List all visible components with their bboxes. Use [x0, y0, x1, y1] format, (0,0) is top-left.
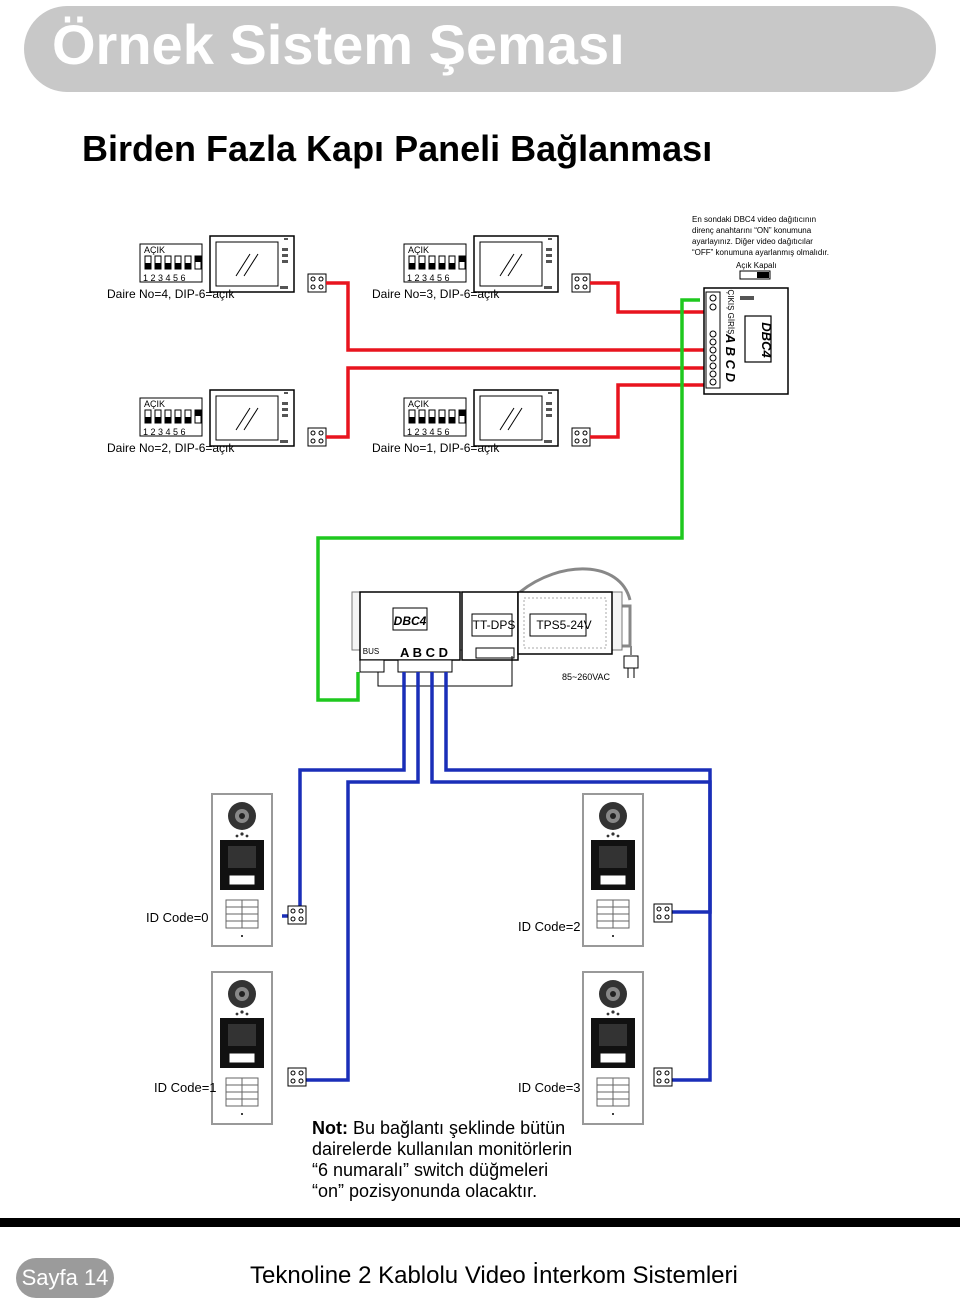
door-panel-3 [582, 971, 673, 1125]
door-panel-2-label: ID Code=2 [518, 919, 581, 934]
dip-numbers-1: 1 2 3 4 5 6 [407, 427, 450, 437]
bus-label: BUS [363, 647, 379, 656]
door-panel-0 [211, 793, 307, 947]
door-panel-3-label: ID Code=3 [518, 1080, 581, 1095]
voltage-label: 85~260VAC [562, 672, 611, 682]
green-wire [316, 298, 700, 702]
dip-numbers-2: 1 2 3 4 5 6 [143, 427, 186, 437]
page-subtitle: Birden Fazla Kapı Paneli Bağlanması [82, 128, 713, 169]
apartment-4 [139, 235, 327, 293]
footer-divider [0, 1218, 960, 1227]
apartment-2 [139, 389, 327, 447]
dbc4-distributor-top: DBC4 A B C D ÇIKIŞ GİRİŞ [703, 287, 789, 395]
ttdps-label: TT-DPS [473, 618, 516, 632]
apartment-3 [403, 235, 591, 293]
door-panel-1 [211, 971, 307, 1125]
note-bold: Not: [312, 1118, 348, 1138]
page-title: Örnek Sistem Şeması [52, 13, 625, 76]
apartment-4-label: Daire No=4, DIP-6=açık [107, 287, 235, 301]
center-dbc4-name: DBC4 [394, 614, 427, 628]
dip-title-3: AÇIK [408, 245, 429, 255]
installation-note: Not: Bu bağlantı şeklinde bütün daireler… [312, 1118, 612, 1202]
svg-text:En sondaki DBC4 video dağıtıc: En sondaki DBC4 video dağıtıcının [692, 215, 816, 224]
svg-text:direnç anahtarını “ON” konumun: direnç anahtarını “ON” konumuna [692, 226, 812, 235]
svg-text:“OFF” konumuna ayarlanmış olma: “OFF” konumuna ayarlanmış olmalıdır. [692, 248, 829, 257]
dip-title-4: AÇIK [144, 245, 165, 255]
dip-title-2: AÇIK [144, 399, 165, 409]
blue-wires [282, 672, 712, 1082]
dbc4-top-port-labels: ÇIKIŞ GİRİŞ [726, 290, 735, 335]
page-number: Sayfa 14 [16, 1258, 114, 1298]
apartment-1 [403, 389, 591, 447]
switch-labels: Açık Kapalı [736, 261, 776, 270]
apartment-3-label: Daire No=3, DIP-6=açık [372, 287, 500, 301]
center-devices: DBC4 BUS A B C D TT-DPS TPS5-24V 85~260V… [351, 567, 639, 687]
tps-label: TPS5-24V [536, 618, 591, 632]
note-line2: dairelerde kullanılan monitörlerin [312, 1139, 573, 1159]
dbc4-top-name: DBC4 [759, 322, 774, 358]
dbc4-top-ports: A B C D [723, 333, 738, 383]
svg-text:ayarlayınız. Diğer video dağı: ayarlayınız. Diğer video dağıtıcılar [692, 237, 813, 246]
apartment-2-label: Daire No=2, DIP-6=açık [107, 441, 235, 455]
dip-numbers-3: 1 2 3 4 5 6 [407, 273, 450, 283]
footer-title: Teknoline 2 Kablolu Video İnterkom Siste… [250, 1262, 738, 1289]
door-panel-0-label: ID Code=0 [146, 910, 209, 925]
center-ports-label: A B C D [400, 645, 448, 660]
note-line4: “on” pozisyonunda olacaktır. [312, 1181, 538, 1201]
note-line3: “6 numaralı” switch düğmeleri [312, 1160, 549, 1180]
apartment-1-label: Daire No=1, DIP-6=açık [372, 441, 500, 455]
dbc4-note: En sondaki DBC4 video dağıtıcının direnç… [692, 215, 829, 280]
dip-numbers-4: 1 2 3 4 5 6 [143, 273, 186, 283]
door-panel-2 [582, 793, 673, 947]
note-line1: Bu bağlantı şeklinde bütün [347, 1118, 566, 1138]
door-panel-1-label: ID Code=1 [154, 1080, 217, 1095]
title-banner [24, 6, 936, 92]
dip-title-1: AÇIK [408, 399, 429, 409]
